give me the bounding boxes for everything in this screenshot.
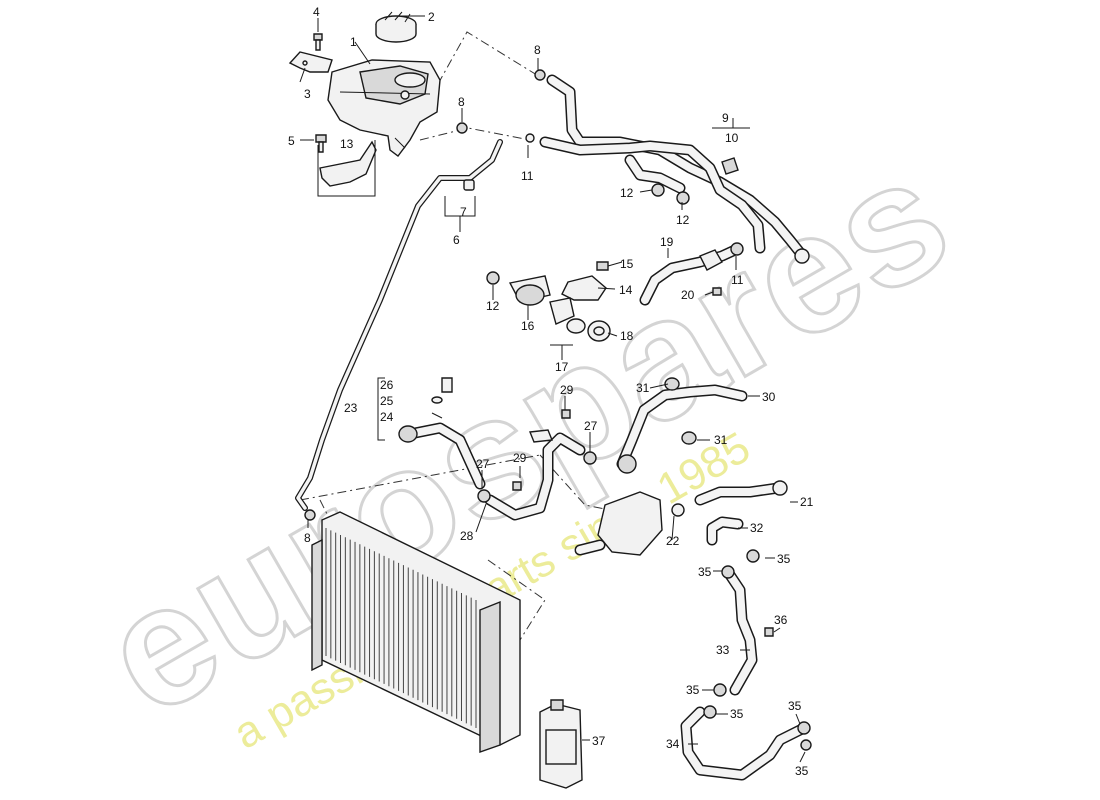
callout-label: 37 [592, 734, 606, 748]
screws-upper [313, 33, 327, 153]
callout-label: 10 [725, 131, 739, 145]
callout-label: 8 [458, 95, 465, 109]
callout-label: 24 [380, 410, 394, 424]
callout-label: 35 [777, 552, 791, 566]
callout-label: 35 [686, 683, 700, 697]
callout-label: 34 [666, 737, 680, 751]
callout-label: 5 [288, 134, 295, 148]
callout-label: 33 [716, 643, 730, 657]
callout-label: 8 [304, 531, 311, 545]
pipe-33 [713, 549, 774, 697]
callout-label: 25 [380, 394, 394, 408]
callout-label: 18 [620, 329, 634, 343]
callout-label: 15 [620, 257, 634, 271]
hose-30 [616, 377, 748, 474]
callout-label: 20 [681, 288, 695, 302]
tank-bracket [288, 51, 333, 73]
hose-28 [477, 409, 597, 521]
callout-label: 29 [513, 451, 527, 465]
callout-label: 35 [788, 699, 802, 713]
callout-label: 2 [428, 10, 435, 24]
hose-34 [680, 705, 812, 781]
callout-label: 19 [660, 235, 674, 249]
callout-label: 1 [350, 35, 357, 49]
callout-label: 36 [774, 613, 788, 627]
assembly-lines [299, 31, 611, 641]
watermark-brand: eurospares [74, 119, 980, 752]
filler-cap [375, 11, 417, 43]
hose-23 [377, 377, 486, 490]
bracket-13 [317, 140, 377, 197]
callout-label: 22 [666, 534, 680, 548]
callout-label: 11 [521, 169, 534, 183]
clips [304, 69, 546, 521]
leader-lines [299, 15, 806, 763]
callout-label: 12 [620, 186, 634, 200]
callout-label: 4 [313, 5, 320, 19]
callout-label: 26 [380, 378, 394, 392]
callout-label: 12 [676, 213, 690, 227]
upper-hose-assembly [525, 74, 810, 264]
callout-label: 16 [521, 319, 535, 333]
radiator [311, 511, 521, 753]
callout-labels: 1 2 3 4 5 13 8 8 6 7 11 9 10 12 12 19 15… [288, 5, 814, 778]
expansion-tank [327, 59, 441, 157]
callout-label: 12 [486, 299, 500, 313]
callout-label: 6 [453, 233, 460, 247]
bleed-pipe [295, 139, 503, 511]
valve-group [486, 261, 722, 342]
callout-label: 8 [534, 43, 541, 57]
callout-label: 32 [750, 521, 764, 535]
coolant-bottle [539, 699, 583, 789]
callout-label: 17 [555, 360, 569, 374]
callout-label: 11 [731, 273, 744, 287]
callout-label: 3 [304, 87, 311, 101]
callout-label: 9 [722, 111, 729, 125]
callout-label: 21 [800, 495, 814, 509]
callout-label: 14 [619, 283, 633, 297]
callout-label: 27 [584, 419, 598, 433]
callout-label: 35 [795, 764, 809, 778]
callout-label: 31 [714, 433, 728, 447]
callout-label: 35 [698, 565, 712, 579]
callout-label: 27 [476, 457, 490, 471]
callout-label: 28 [460, 529, 474, 543]
callout-label: 7 [460, 205, 467, 219]
callout-label: 13 [340, 137, 354, 151]
callout-label: 35 [730, 707, 744, 721]
callout-label: 23 [344, 401, 358, 415]
callout-label: 30 [762, 390, 776, 404]
thermostat-housing [574, 480, 788, 556]
watermark: eurospares a passion for parts since 198… [72, 118, 981, 759]
callout-label: 29 [560, 383, 574, 397]
callout-label: 31 [636, 381, 650, 395]
radiator-fins [325, 528, 477, 728]
pipe-19 [639, 242, 744, 306]
